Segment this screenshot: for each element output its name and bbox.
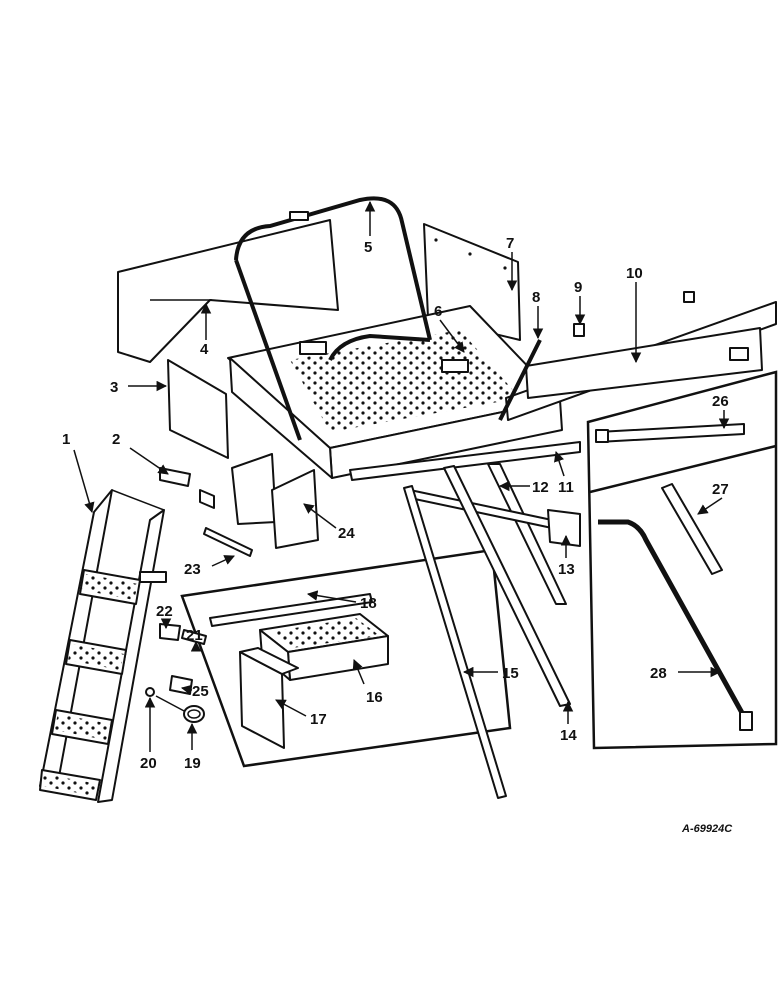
part-4-rear-panel	[117, 219, 339, 363]
callout-2: 2	[112, 431, 120, 448]
part-2-bracket	[159, 467, 215, 509]
part-12-channel	[487, 463, 567, 605]
callout-3: 3	[110, 379, 118, 396]
part-17-bracket	[239, 647, 299, 749]
part-15-rod	[403, 485, 507, 799]
callout-28: 28	[650, 665, 667, 682]
callout-8: 8	[532, 289, 540, 306]
part-26-link	[595, 423, 745, 443]
part-9-clip	[573, 291, 695, 337]
part-27-strip	[661, 483, 723, 575]
part-1-ladder	[39, 489, 167, 803]
callout-11: 11	[558, 479, 574, 496]
part-10-side-rail	[505, 301, 777, 421]
part-24-gussets	[231, 453, 319, 549]
part-28-rod	[598, 519, 753, 731]
part-3-shield	[167, 359, 229, 459]
callout-26: 26	[712, 393, 729, 410]
callout-labels: 1 2 3 4 5 6 7 8 9 10 11 12 13 14 15 16 1…	[62, 235, 729, 772]
callout-20: 20	[140, 755, 157, 772]
part-25-plate	[169, 675, 193, 695]
callout-12: 12	[532, 479, 549, 496]
callout-9: 9	[574, 279, 582, 296]
callout-16: 16	[366, 689, 383, 706]
part-13-arm	[409, 489, 581, 547]
part-19-spring	[183, 705, 205, 723]
part-8-brace	[498, 339, 542, 421]
callout-10: 10	[626, 265, 643, 282]
part-21-bolt	[181, 629, 207, 645]
callout-7: 7	[506, 235, 514, 252]
callout-18: 18	[360, 595, 377, 612]
part-6-platform-floor	[227, 305, 563, 479]
callout-13: 13	[558, 561, 575, 578]
callout-22: 22	[156, 603, 173, 620]
callout-6: 6	[434, 303, 442, 320]
part-11-strut	[349, 441, 581, 481]
inset-box-right	[586, 370, 778, 750]
callout-4: 4	[200, 341, 209, 358]
inset-box-steps	[180, 548, 512, 768]
callout-17: 17	[310, 711, 327, 728]
callout-15: 15	[502, 665, 519, 682]
part-20-pin	[145, 687, 187, 713]
callout-5: 5	[364, 239, 372, 256]
callout-1: 1	[62, 431, 70, 448]
part-18-bar	[209, 593, 373, 627]
callout-21: 21	[186, 627, 203, 644]
callout-27: 27	[712, 481, 729, 498]
callout-14: 14	[560, 727, 577, 744]
leader-lines	[73, 200, 730, 752]
callout-23: 23	[184, 561, 201, 578]
callout-24: 24	[338, 525, 355, 542]
callout-19: 19	[184, 755, 201, 772]
part-23-strap	[203, 527, 253, 557]
part-22-latch	[159, 623, 181, 641]
part-5-hand-rail	[234, 196, 432, 441]
figure-code: A-69924C	[681, 823, 733, 835]
callout-25: 25	[192, 683, 209, 700]
